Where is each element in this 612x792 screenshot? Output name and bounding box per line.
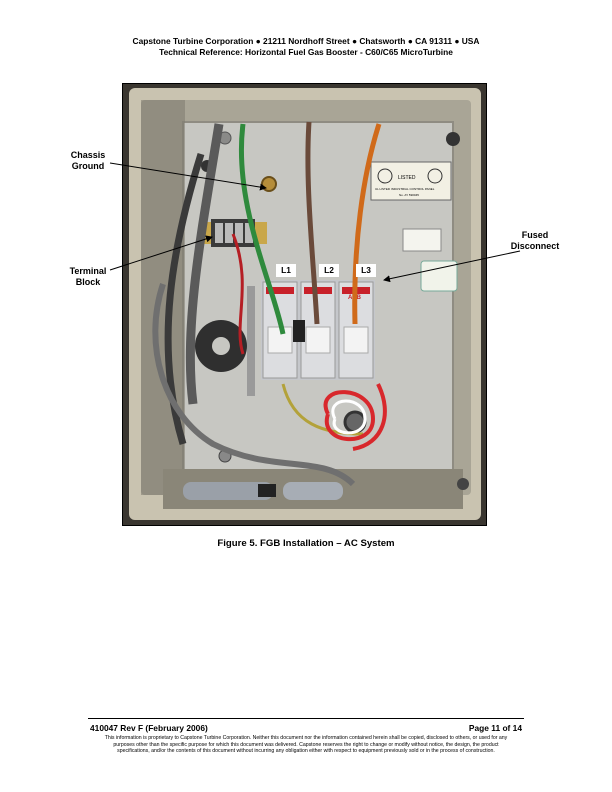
phase-tag-l2: L2 <box>319 264 339 277</box>
ul-panel-number: No. AY 590045 <box>399 193 419 197</box>
fused-disconnect-label: Fused Disconnect <box>500 230 570 252</box>
chassis-ground-label: Chassis Ground <box>58 150 118 172</box>
fused-disconnect-label-line2: Disconnect <box>510 241 560 251</box>
chassis-ground-label-line2: Ground <box>71 161 105 171</box>
footer-notice-line1: This information is proprietary to Capst… <box>104 735 508 741</box>
header-company-line: Capstone Turbine Corporation ● 21211 Nor… <box>132 36 480 46</box>
terminal-block-label: Terminal Block <box>58 266 118 288</box>
fused-disconnect-label-line1: Fused <box>521 230 549 240</box>
phase-tag-l1: L1 <box>276 264 296 277</box>
footer-proprietary-notice: This information is proprietary to Capst… <box>90 735 522 755</box>
ul-listed-text: LISTED <box>398 175 416 181</box>
phase-tag-l3: L3 <box>356 264 376 277</box>
footer-page-number: Page 11 of 14 <box>468 723 522 733</box>
footer-divider <box>88 718 524 719</box>
terminal-block-label-line1: Terminal <box>69 266 107 276</box>
figure-caption: Figure 5. FGB Installation – AC System <box>217 538 395 549</box>
footer-notice-line2: purposes other than the specific purpose… <box>113 741 499 748</box>
page-header: Capstone Turbine Corporation ● 21211 Nor… <box>0 36 612 58</box>
footer-doc-id: 410047 Rev F (February 2006) <box>90 723 208 733</box>
chassis-ground-label-line1: Chassis <box>70 150 106 160</box>
header-title-line: Technical Reference: Horizontal Fuel Gas… <box>159 47 453 57</box>
terminal-block-label-line2: Block <box>75 277 101 287</box>
ul-panel-text: UL LISTED INDUSTRIAL CONTROL PANEL <box>375 187 435 191</box>
footer-notice-line3: specifications, and/or the contents of t… <box>117 748 495 755</box>
fgb-installation-photo: LISTED UL LISTED INDUSTRIAL CONTROL PANE… <box>122 83 487 526</box>
